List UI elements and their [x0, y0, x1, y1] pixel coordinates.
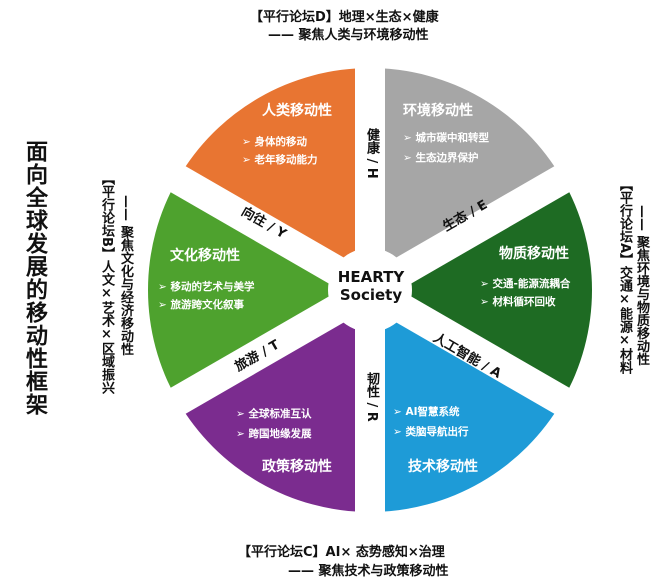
- sector-material: [370, 179, 592, 402]
- sector-human-title: 人类移动性: [262, 103, 332, 119]
- sector-human-bullet: ➢ 身体的移动: [242, 136, 307, 148]
- center-label: HEARTY Society: [335, 268, 407, 304]
- sector-material-bullet: ➢ 交通-能源流耦合: [480, 278, 571, 290]
- center-circle: [328, 248, 412, 332]
- sector-policy-bullet: ➢ 全球标准互认: [236, 408, 312, 420]
- forum-b-title: 【平行论坛B】人文×艺术×区域振兴: [99, 172, 114, 394]
- sector-environment-title: 环境移动性: [403, 103, 473, 119]
- sector-culture-title: 文化移动性: [170, 248, 240, 264]
- forum-d-subtitle: —— 聚焦人类与环境移动性: [268, 28, 429, 43]
- dimension-health: 健康 / H: [364, 128, 379, 179]
- sector-tech-bullet: ➢ 类脑导航出行: [393, 426, 469, 438]
- sector-tech: [356, 290, 563, 512]
- center-line2: Society: [339, 286, 403, 304]
- forum-c-title: 【平行论坛C】AI× 态势感知×治理: [238, 545, 445, 560]
- center-line1: HEARTY: [337, 268, 405, 286]
- sector-culture-bullet: ➢ 旅游跨文化叙事: [158, 299, 244, 311]
- sector-policy-bullet: ➢ 跨国地缘发展: [236, 428, 312, 440]
- sector-tech-bullet: ➢ AI智慧系统: [393, 406, 460, 418]
- dimension-resilience: 韧性 / R: [364, 372, 379, 422]
- sector-human-bullet: ➢ 老年移动能力: [242, 154, 318, 166]
- sector-culture: [147, 178, 370, 401]
- forum-a-title: 【平行论坛A】交通×能源×材料: [617, 178, 632, 375]
- forum-b-subtitle: —— 聚焦文化与经济移动性: [118, 195, 133, 356]
- forum-d-title: 【平行论坛D】地理×生态×健康: [250, 10, 439, 25]
- sector-human: [177, 68, 384, 290]
- sector-policy: [177, 290, 370, 512]
- sector-environment: [370, 68, 563, 290]
- forum-c-subtitle: —— 聚焦技术与政策移动性: [288, 564, 449, 579]
- sector-environment-bullet: ➢ 生态边界保护: [403, 152, 479, 164]
- forum-a-subtitle: —— 聚焦环境与物质移动性: [634, 205, 649, 366]
- sector-culture-bullet: ➢ 移动的艺术与美学: [158, 281, 255, 293]
- sector-tech-title: 技术移动性: [408, 459, 478, 475]
- sector-material-title: 物质移动性: [499, 246, 569, 262]
- main-title: 面向全球发展的移动性框架: [22, 140, 47, 416]
- sector-material-bullet: ➢ 材料循环回收: [480, 296, 556, 308]
- sector-policy-title: 政策移动性: [262, 459, 332, 475]
- sector-environment-bullet: ➢ 城市碳中和转型: [403, 132, 489, 144]
